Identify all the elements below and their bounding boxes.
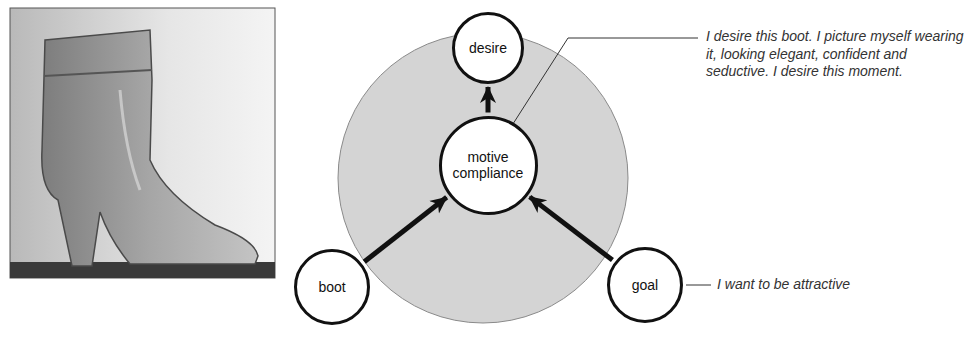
node-label: desire	[469, 40, 507, 56]
leader-line	[511, 38, 698, 127]
node-label: motive compliance	[448, 149, 528, 181]
node-label: goal	[632, 277, 658, 293]
callout-note: I want to be attractive	[717, 276, 967, 294]
arrow-connector	[364, 197, 446, 261]
node-circle: boot	[294, 249, 370, 325]
arrow-connector	[530, 197, 613, 260]
node-circle: desire	[452, 12, 524, 84]
leader-line	[686, 285, 711, 286]
node-label: boot	[318, 279, 345, 295]
node-circle: goal	[607, 247, 683, 323]
node-circle: motive compliance	[439, 116, 538, 215]
boot-photo	[10, 8, 275, 278]
callout-note: I desire this boot. I picture myself wea…	[706, 28, 968, 81]
arrow-connector	[486, 87, 491, 113]
